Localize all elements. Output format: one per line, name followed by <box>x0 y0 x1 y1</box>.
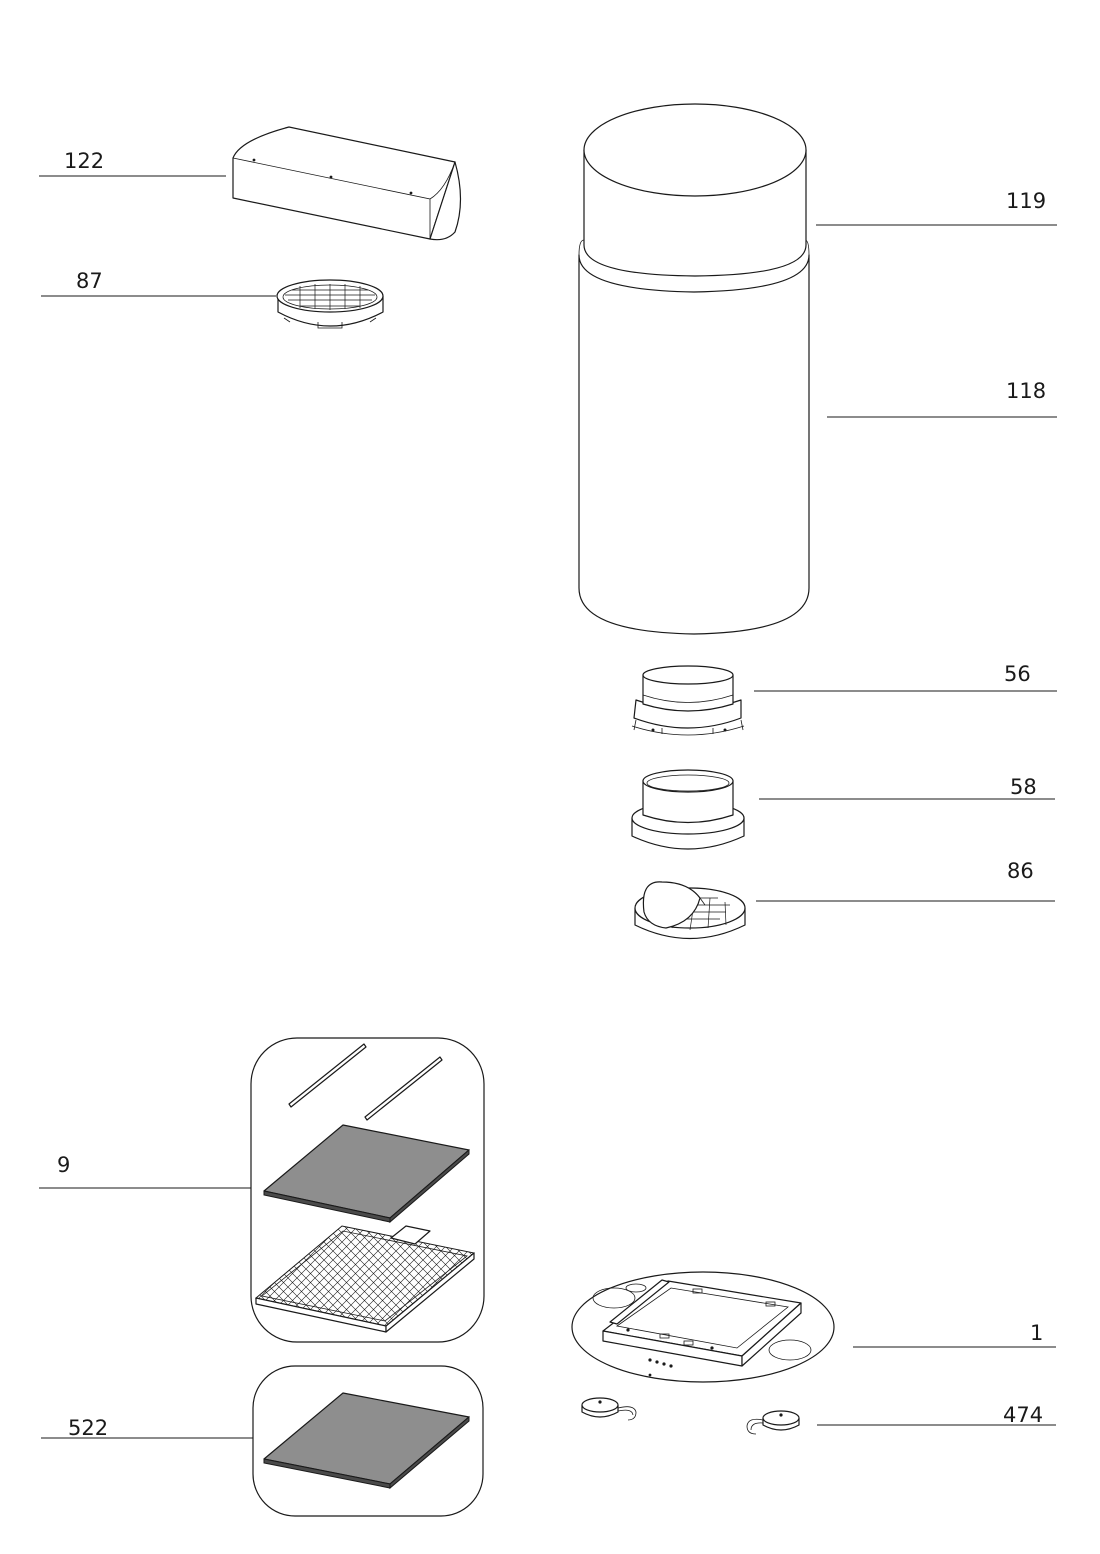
part-118-lower-chimney <box>578 239 810 635</box>
part-122-duct <box>232 126 462 241</box>
label-56: 56 <box>1004 662 1031 686</box>
part-9-filter-set <box>250 1037 485 1343</box>
label-119: 119 <box>1006 189 1046 213</box>
label-9: 9 <box>57 1153 70 1177</box>
part-56-flange <box>631 665 745 736</box>
part-87-grille <box>276 279 384 329</box>
label-118: 118 <box>1006 379 1046 403</box>
label-58: 58 <box>1010 775 1037 799</box>
part-1-hood-body <box>571 1271 835 1383</box>
label-122: 122 <box>64 149 104 173</box>
part-474-lamp <box>581 1397 800 1435</box>
part-86-check-valve <box>634 881 746 939</box>
label-86: 86 <box>1007 859 1034 883</box>
part-522-carbon-filter <box>252 1365 484 1517</box>
label-87: 87 <box>76 269 103 293</box>
label-522: 522 <box>68 1416 108 1440</box>
label-1: 1 <box>1030 1321 1043 1345</box>
label-474: 474 <box>1003 1403 1043 1427</box>
part-119-upper-chimney <box>583 103 807 277</box>
part-58-reducer <box>631 769 745 850</box>
